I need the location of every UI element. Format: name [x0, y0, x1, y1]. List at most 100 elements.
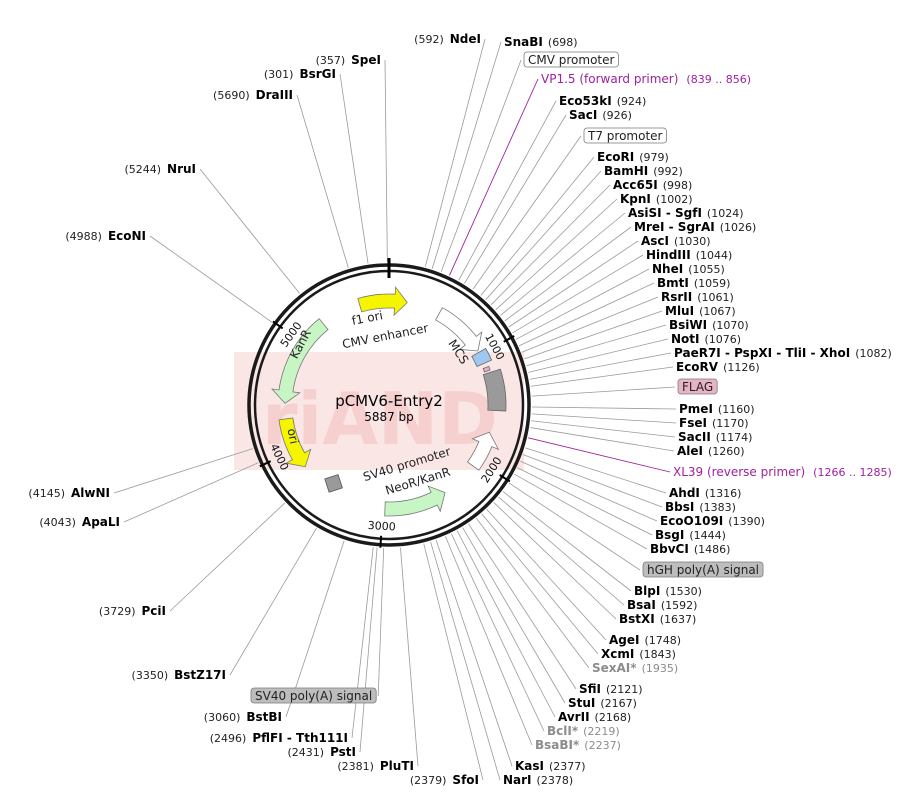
- site-name: MreI - SgrAI: [634, 220, 715, 234]
- leader-line: [531, 420, 676, 438]
- site-name: BstZ17I: [174, 668, 226, 682]
- leader-line: [351, 547, 374, 739]
- cmv-enhancer-arrow: [435, 307, 483, 352]
- site-name: KasI: [515, 759, 544, 773]
- site-position: (1486): [694, 543, 731, 556]
- site-position: (1070): [712, 319, 749, 332]
- tick-mark: [259, 460, 272, 468]
- site-name: DraIII: [256, 88, 293, 102]
- site-position: (998): [663, 179, 693, 192]
- primer-range: (1266 .. 1285): [813, 466, 892, 479]
- feature-tag-label: SV40 poly(A) signal: [255, 689, 372, 703]
- site-position: (3729): [99, 605, 136, 618]
- sv40-promoter-arrow: [466, 431, 500, 471]
- leader-line: [435, 539, 513, 767]
- leader-line: [528, 437, 671, 473]
- site-position: (1030): [674, 235, 711, 248]
- leader-line: [498, 496, 625, 606]
- site-position: (3060): [204, 711, 241, 724]
- site-name: NdeI: [450, 32, 481, 46]
- site-name: SacI: [569, 108, 597, 122]
- site-name: EcoO109I: [660, 514, 723, 528]
- site-name: AgeI: [609, 633, 639, 647]
- feature-small-box: [324, 474, 343, 493]
- site-position: (2219): [583, 725, 620, 738]
- leader-line: [440, 59, 522, 272]
- feature-tag-box: [250, 687, 377, 704]
- leader-line: [512, 254, 644, 334]
- leader-line: [468, 523, 577, 690]
- leader-line: [504, 226, 632, 322]
- leader-line: [377, 547, 385, 697]
- site-name: BclI*: [547, 724, 579, 738]
- tick-label: 3000: [367, 519, 396, 534]
- leader-line: [445, 536, 533, 746]
- site-name: KpnI: [620, 192, 651, 206]
- leader-line: [169, 502, 286, 612]
- site-name: NheI: [652, 262, 683, 276]
- site-name: XcmI: [601, 647, 634, 661]
- leader-line: [515, 268, 650, 340]
- mcs-box: [471, 347, 493, 368]
- leader-line: [359, 547, 378, 753]
- site-position: (1260): [708, 445, 745, 458]
- leader-line: [490, 184, 611, 306]
- site-name: NruI: [167, 162, 196, 176]
- plasmid-name: pCMV6-Entry2: [335, 392, 443, 410]
- leader-line: [423, 543, 484, 781]
- flag-box: [482, 365, 491, 373]
- leader-line: [486, 509, 607, 641]
- leader-line: [113, 448, 253, 494]
- leader-line: [493, 502, 617, 620]
- site-position: (1935): [642, 662, 679, 675]
- leader-line: [517, 467, 653, 536]
- site-position: (2378): [537, 774, 574, 787]
- site-name: PstI: [330, 745, 356, 759]
- site-position: (979): [639, 151, 669, 164]
- primer-range: (839 .. 856): [686, 73, 751, 86]
- leader-line: [431, 41, 502, 269]
- site-position: (2431): [287, 746, 324, 759]
- leader-line: [123, 462, 259, 523]
- site-position: (1637): [660, 613, 697, 626]
- leader-line: [199, 168, 300, 294]
- leader-line: [485, 170, 602, 300]
- site-name: EcoRI: [597, 150, 634, 164]
- site-name: NarI: [503, 773, 532, 787]
- site-name: SpeI: [351, 53, 381, 67]
- feature-label-ori: ori: [284, 427, 301, 445]
- site-position: (992): [653, 165, 683, 178]
- site-name: EcoNI: [108, 229, 146, 243]
- leader-line: [508, 482, 641, 571]
- leader-line: [502, 491, 632, 592]
- site-position: (3350): [132, 669, 169, 682]
- site-position: (1067): [699, 305, 736, 318]
- site-position: (2168): [595, 711, 632, 724]
- site-position: (5244): [124, 163, 161, 176]
- site-name: SnaBI: [504, 35, 543, 49]
- site-position: (2496): [210, 732, 247, 745]
- site-name: BamHI: [604, 164, 648, 178]
- site-position: (2121): [606, 683, 643, 696]
- feature-tag-box: [523, 51, 619, 68]
- site-name: SfoI: [452, 773, 479, 787]
- leader-line: [456, 530, 556, 718]
- site-name: BstXI: [619, 612, 655, 626]
- leader-line: [524, 310, 663, 360]
- site-position: (926): [602, 109, 632, 122]
- site-position: (1383): [699, 501, 736, 514]
- site-name: SexAI*: [592, 661, 637, 675]
- leader-line: [449, 78, 539, 276]
- site-position: (1002): [656, 193, 693, 206]
- site-position: (4145): [28, 487, 65, 500]
- leader-line: [531, 413, 677, 424]
- site-position: (2381): [337, 760, 374, 773]
- f1-ori-arrow: [357, 286, 408, 317]
- site-name: BbvCI: [650, 542, 689, 556]
- leader-line: [500, 212, 626, 316]
- site-position: (1530): [665, 585, 702, 598]
- site-position: (1390): [728, 515, 765, 528]
- site-name: RsrII: [661, 290, 692, 304]
- site-name: BbsI: [665, 500, 694, 514]
- feature-tag-box: [642, 561, 764, 578]
